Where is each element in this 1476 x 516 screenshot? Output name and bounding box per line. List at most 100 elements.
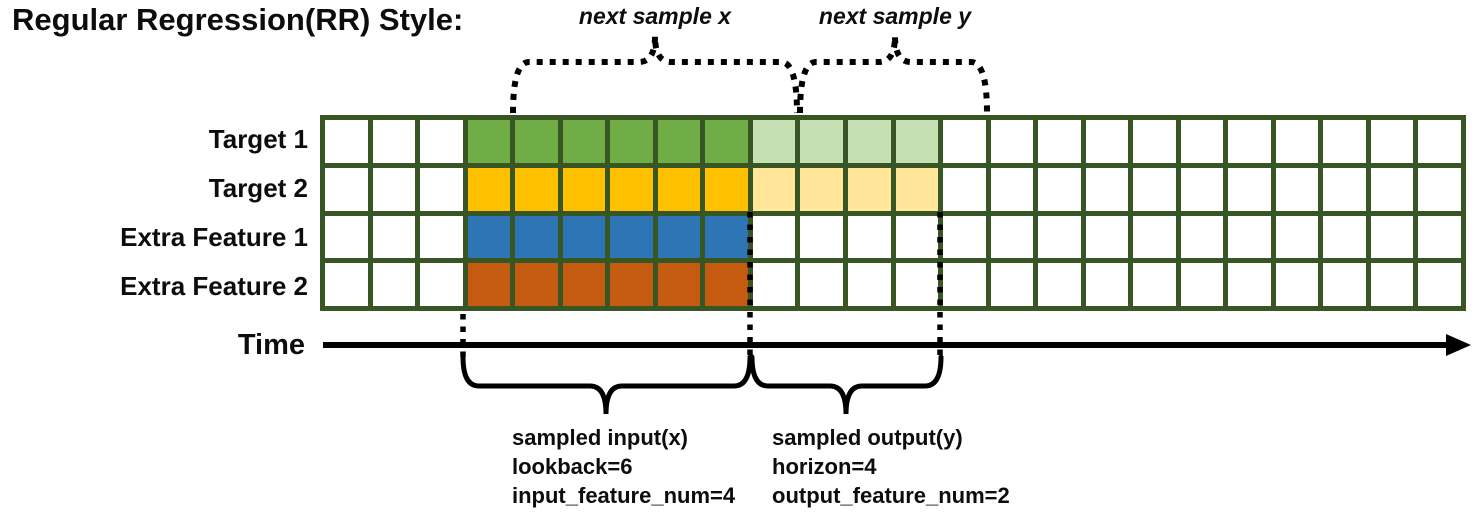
grid-cell-r2c3 [467,215,511,259]
grid-cell-r3c16 [1085,263,1129,306]
grid-cell-r1c3 [467,167,511,211]
sampled-input-text: sampled input(x) lookback=6 input_featur… [512,423,735,510]
grid-cell-r1c2 [420,167,463,211]
grid-cell-r0c1 [372,120,416,163]
grid-cell-r3c13 [943,263,986,306]
sampled-output-line-2: horizon=4 [772,454,877,479]
sampled-input-line-2: lookback=6 [512,454,633,479]
page-title: Regular Regression(RR) Style: [12,2,464,37]
grid-cell-r2c2 [420,215,463,259]
grid-cell-r3c1 [372,263,416,306]
grid-cell-r1c18 [1180,167,1224,211]
next-sample-y-brace [797,35,990,114]
grid-cell-r1c4 [515,167,558,211]
grid-cell-r1c22 [1370,167,1414,211]
grid-cell-r2c17 [1133,215,1176,259]
time-axis-arrowhead-icon [1446,334,1471,356]
grid-cell-r3c15 [1038,263,1081,306]
sampled-output-text: sampled output(y) horizon=4 output_featu… [772,423,1010,510]
grid-cell-r0c16 [1085,120,1129,163]
grid-cell-r0c5 [562,120,606,163]
grid-cell-r1c7 [657,167,701,211]
grid-cell-r0c7 [657,120,701,163]
grid-cell-r1c15 [1038,167,1081,211]
grid-cell-r3c22 [1370,263,1414,306]
grid-cell-r0c4 [515,120,558,163]
grid-cell-r3c21 [1323,263,1366,306]
grid-cell-r1c6 [610,167,653,211]
grid-cell-r0c3 [467,120,511,163]
sampled-output-line-1: sampled output(y) [772,425,963,450]
grid-cell-r2c9 [752,215,796,259]
sampled-output-brace [749,354,944,415]
grid-cell-r1c21 [1323,167,1366,211]
grid-cell-r1c17 [1133,167,1176,211]
timeseries-grid [320,115,1466,311]
grid-cell-r0c17 [1133,120,1176,163]
grid-cell-r0c9 [752,120,796,163]
grid-cell-r0c0 [325,120,368,163]
grid-cell-r2c21 [1323,215,1366,259]
grid-cell-r1c1 [372,167,416,211]
grid-cell-r0c2 [420,120,463,163]
grid-cell-r2c5 [562,215,606,259]
next-sample-x-brace [510,35,800,114]
grid-cell-r0c14 [990,120,1034,163]
grid-cell-r2c15 [1038,215,1081,259]
row-label-extra-feature-2: Extra Feature 2 [120,271,308,301]
grid-cell-r1c14 [990,167,1034,211]
grid-cell-r2c23 [1418,215,1461,259]
grid-cell-r1c19 [1228,167,1271,211]
grid-cell-r3c3 [467,263,511,306]
grid-cell-r2c0 [325,215,368,259]
grid-cell-r1c23 [1418,167,1461,211]
grid-cell-r0c12 [895,120,939,163]
grid-cell-r2c10 [800,215,843,259]
grid-cell-r1c10 [800,167,843,211]
sampled-input-line-3: input_feature_num=4 [512,483,736,508]
grid-cell-r2c1 [372,215,416,259]
grid-cell-r3c8 [705,263,748,306]
annotation-next-sample-y: next sample y [818,3,972,29]
grid-cell-r2c14 [990,215,1034,259]
sampled-output-line-3: output_feature_num=2 [772,483,1010,508]
grid-cell-r0c18 [1180,120,1224,163]
grid-cell-r0c19 [1228,120,1271,163]
grid-cell-r1c5 [562,167,606,211]
grid-cell-r3c17 [1133,263,1176,306]
grid-cell-r3c6 [610,263,653,306]
grid-cell-r1c0 [325,167,368,211]
grid-cell-r0c23 [1418,120,1461,163]
grid-cell-r0c13 [943,120,986,163]
grid-cell-r2c12 [895,215,939,259]
grid-cell-r3c23 [1418,263,1461,306]
grid-cell-r0c21 [1323,120,1366,163]
grid-cell-r0c8 [705,120,748,163]
grid-cell-r0c15 [1038,120,1081,163]
grid-cell-r0c10 [800,120,843,163]
grid-cell-r2c18 [1180,215,1224,259]
grid-cell-r1c11 [847,167,891,211]
grid-cell-r2c7 [657,215,701,259]
grid-cell-r3c12 [895,263,939,306]
grid-cell-r1c8 [705,167,748,211]
row-label-extra-feature-1: Extra Feature 1 [120,222,308,252]
grid-cell-r2c8 [705,215,748,259]
grid-cell-r1c9 [752,167,796,211]
grid-cell-r0c6 [610,120,653,163]
grid-cell-r0c20 [1275,120,1319,163]
sampled-input-brace [460,354,753,415]
time-axis-label: Time [237,329,305,361]
grid-cell-r3c20 [1275,263,1319,306]
grid-cell-r2c20 [1275,215,1319,259]
grid-cell-r3c19 [1228,263,1271,306]
grid-cell-r3c2 [420,263,463,306]
grid-cell-r3c7 [657,263,701,306]
grid-cell-r3c0 [325,263,368,306]
grid-cell-r2c22 [1370,215,1414,259]
row-label-target-1: Target 1 [208,124,308,154]
grid-cell-r2c13 [943,215,986,259]
grid-cell-r2c11 [847,215,891,259]
grid-cell-r3c4 [515,263,558,306]
